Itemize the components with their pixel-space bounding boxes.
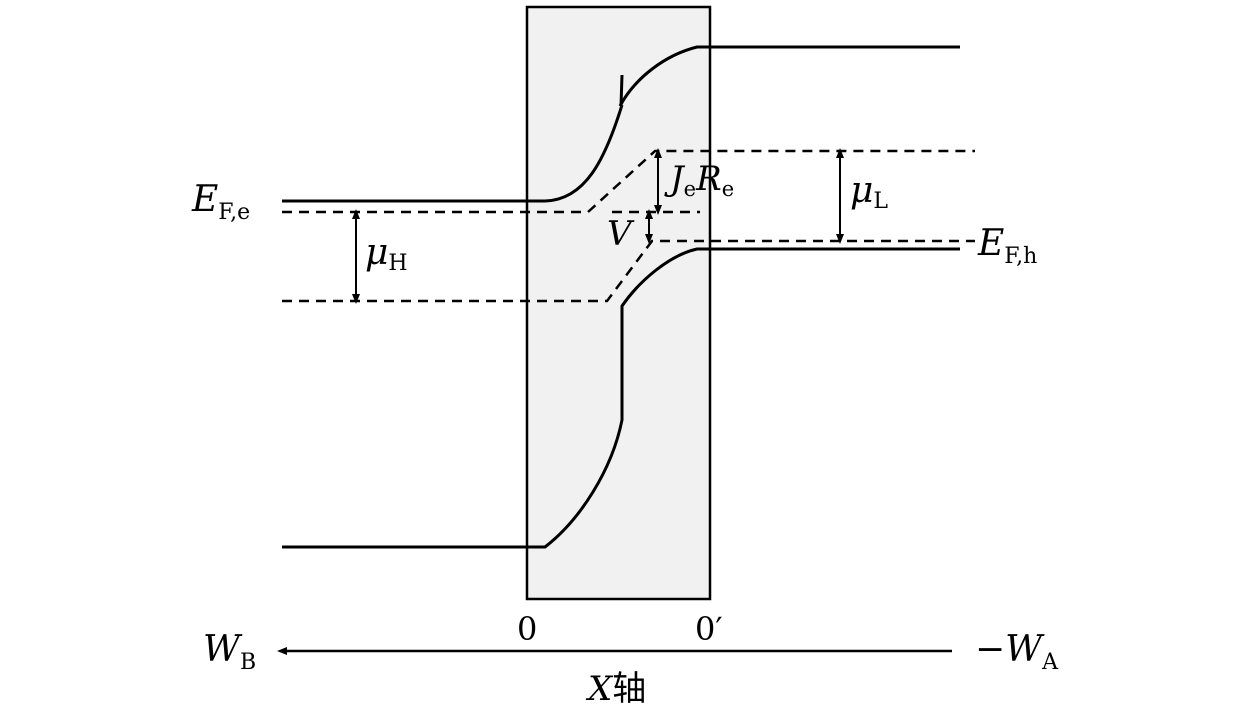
label-mu-h: μH (365, 232, 408, 276)
quasi-fermi-electron (282, 149, 975, 214)
label-zero: 0 (517, 610, 537, 648)
label-v: V (607, 214, 635, 254)
conduction-band-spike (619, 74, 624, 107)
quasi-fermi-hole (282, 239, 975, 303)
conduction-band-left (282, 104, 624, 203)
label-zero-prime: 0′ (695, 610, 723, 648)
label-je-re: JeRe (664, 159, 734, 201)
label-ef-e: EF,e (191, 179, 250, 225)
conduction-band-right (618, 45, 960, 107)
label-mu-l: μL (850, 170, 888, 214)
label-wb: WB (203, 629, 256, 675)
label-wa: −WA (975, 629, 1059, 675)
valence-band (282, 247, 960, 549)
junction-region (525, 5, 712, 601)
label-x-axis: X轴 (585, 669, 646, 709)
label-ef-h: EF,h (977, 223, 1037, 269)
